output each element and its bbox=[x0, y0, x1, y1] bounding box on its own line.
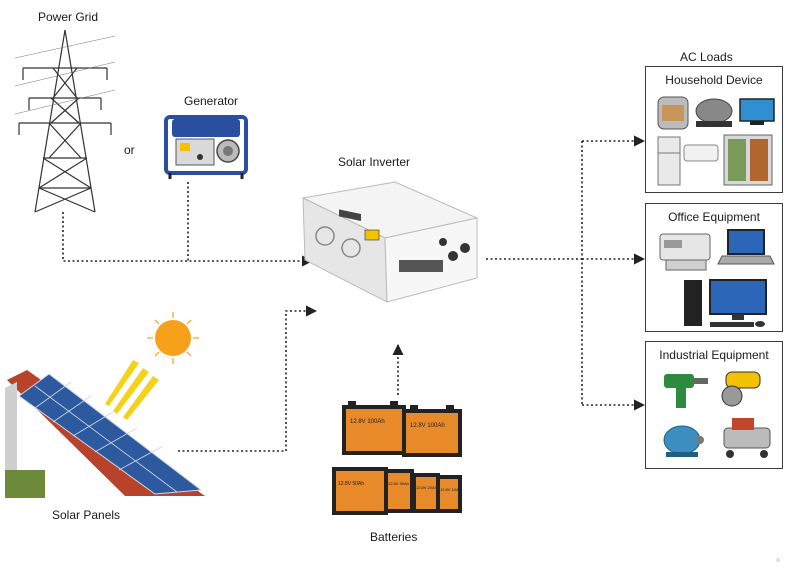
batteries-label: Batteries bbox=[370, 530, 418, 544]
batteries-icon: 12.8V 100Ah 12.8V 100Ah 12.8V 50Ah 12.8V… bbox=[332, 401, 462, 515]
household-device-box: Household Device bbox=[645, 66, 783, 193]
battery-small-1: 12.8V 50Ah bbox=[332, 467, 388, 515]
solar-panel-roof-icon bbox=[5, 312, 205, 498]
battery-large-1: 12.8V 100Ah bbox=[342, 401, 406, 455]
svg-text:12.8V 30Ah: 12.8V 30Ah bbox=[388, 481, 409, 486]
svg-text:12.8V 10Ah: 12.8V 10Ah bbox=[440, 487, 461, 492]
corner-mark: © bbox=[776, 558, 780, 564]
ac-loads-label: AC Loads bbox=[680, 50, 733, 64]
solar-connector bbox=[178, 305, 318, 452]
solar-panels-label: Solar Panels bbox=[52, 508, 121, 522]
household-appliances-icon bbox=[657, 96, 775, 186]
battery-small-3: 12.8V 20Ah bbox=[412, 473, 440, 513]
battery-large-1-text: 12.8V 100Ah bbox=[350, 419, 385, 425]
power-tower-icon bbox=[15, 29, 115, 213]
svg-text:12.8V 20Ah: 12.8V 20Ah bbox=[416, 485, 437, 490]
battery-small-4: 12.8V 10Ah bbox=[436, 475, 462, 513]
solar-inverter-label: Solar Inverter bbox=[338, 155, 411, 169]
household-device-title: Household Device bbox=[665, 73, 763, 87]
office-equipment-box: Office Equipment bbox=[645, 203, 783, 332]
generator-icon bbox=[164, 115, 248, 179]
industrial-equipment-box: Industrial Equipment bbox=[645, 341, 783, 469]
industrial-tools-icon bbox=[663, 371, 771, 458]
solar-inverter-icon bbox=[301, 181, 479, 303]
svg-text:12.8V 50Ah: 12.8V 50Ah bbox=[338, 481, 364, 487]
office-equipment-title: Office Equipment bbox=[668, 210, 760, 224]
battery-large-2: 12.8V 100Ah bbox=[402, 405, 462, 457]
industrial-equipment-title: Industrial Equipment bbox=[659, 348, 769, 362]
battery-large-2-text: 12.8V 100Ah bbox=[410, 423, 445, 429]
office-equipment-icon bbox=[659, 229, 775, 327]
sun-icon bbox=[105, 312, 199, 420]
or-label: or bbox=[124, 143, 135, 157]
generator-label: Generator bbox=[184, 94, 239, 108]
battery-small-2: 12.8V 30Ah bbox=[384, 469, 414, 513]
power-grid-label: Power Grid bbox=[38, 10, 99, 24]
